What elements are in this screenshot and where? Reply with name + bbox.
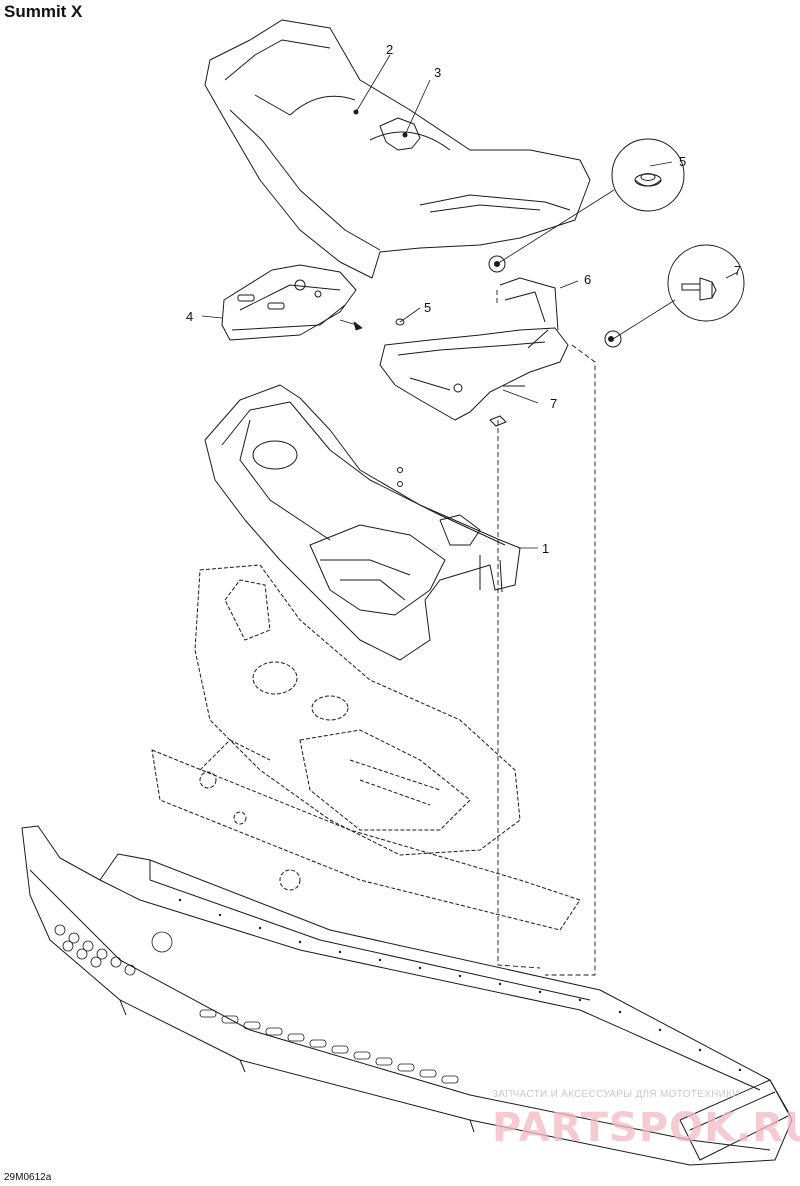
diagram-code: 29M0612a (4, 1172, 52, 1183)
seat-bracket (221, 264, 357, 341)
page-title: Summit X (4, 2, 83, 21)
detail-circle-screw (667, 244, 745, 322)
tunnel-perforations (54, 924, 459, 1084)
callout-6: 6 (584, 272, 591, 287)
tunnel-chassis (21, 825, 793, 1166)
rivet-dots (178, 898, 742, 1072)
callout-3: 3 (434, 65, 441, 80)
alignment-lines (496, 290, 596, 976)
fasteners (395, 255, 622, 487)
frame-side-panel (151, 739, 581, 931)
callout-4: 4 (186, 309, 193, 324)
seat-patch (379, 117, 421, 151)
fuel-tank (194, 564, 521, 856)
callouts: 1 2 3 4 5 5 6 7 7 (186, 42, 741, 556)
callout-5-inline: 5 (424, 300, 431, 315)
seat-cushion (204, 19, 591, 279)
watermark-logo: PARTSPOK.RU (492, 1105, 800, 1151)
leader-lines (201, 54, 739, 549)
callout-2: 2 (386, 42, 393, 57)
grab-handle (379, 277, 569, 421)
seat-base (204, 384, 521, 661)
callout-1: 1 (542, 541, 549, 556)
callout-5-detail: 5 (679, 154, 686, 169)
detail-circle-grommet (611, 138, 685, 212)
callout-7-inline: 7 (550, 396, 557, 411)
watermark-tagline: ЗАПЧАСТИ И АКСЕССУАРЫ ДЛЯ МОТОТЕХНИКИ (492, 1089, 740, 1100)
callout-7-detail: 7 (734, 263, 741, 278)
